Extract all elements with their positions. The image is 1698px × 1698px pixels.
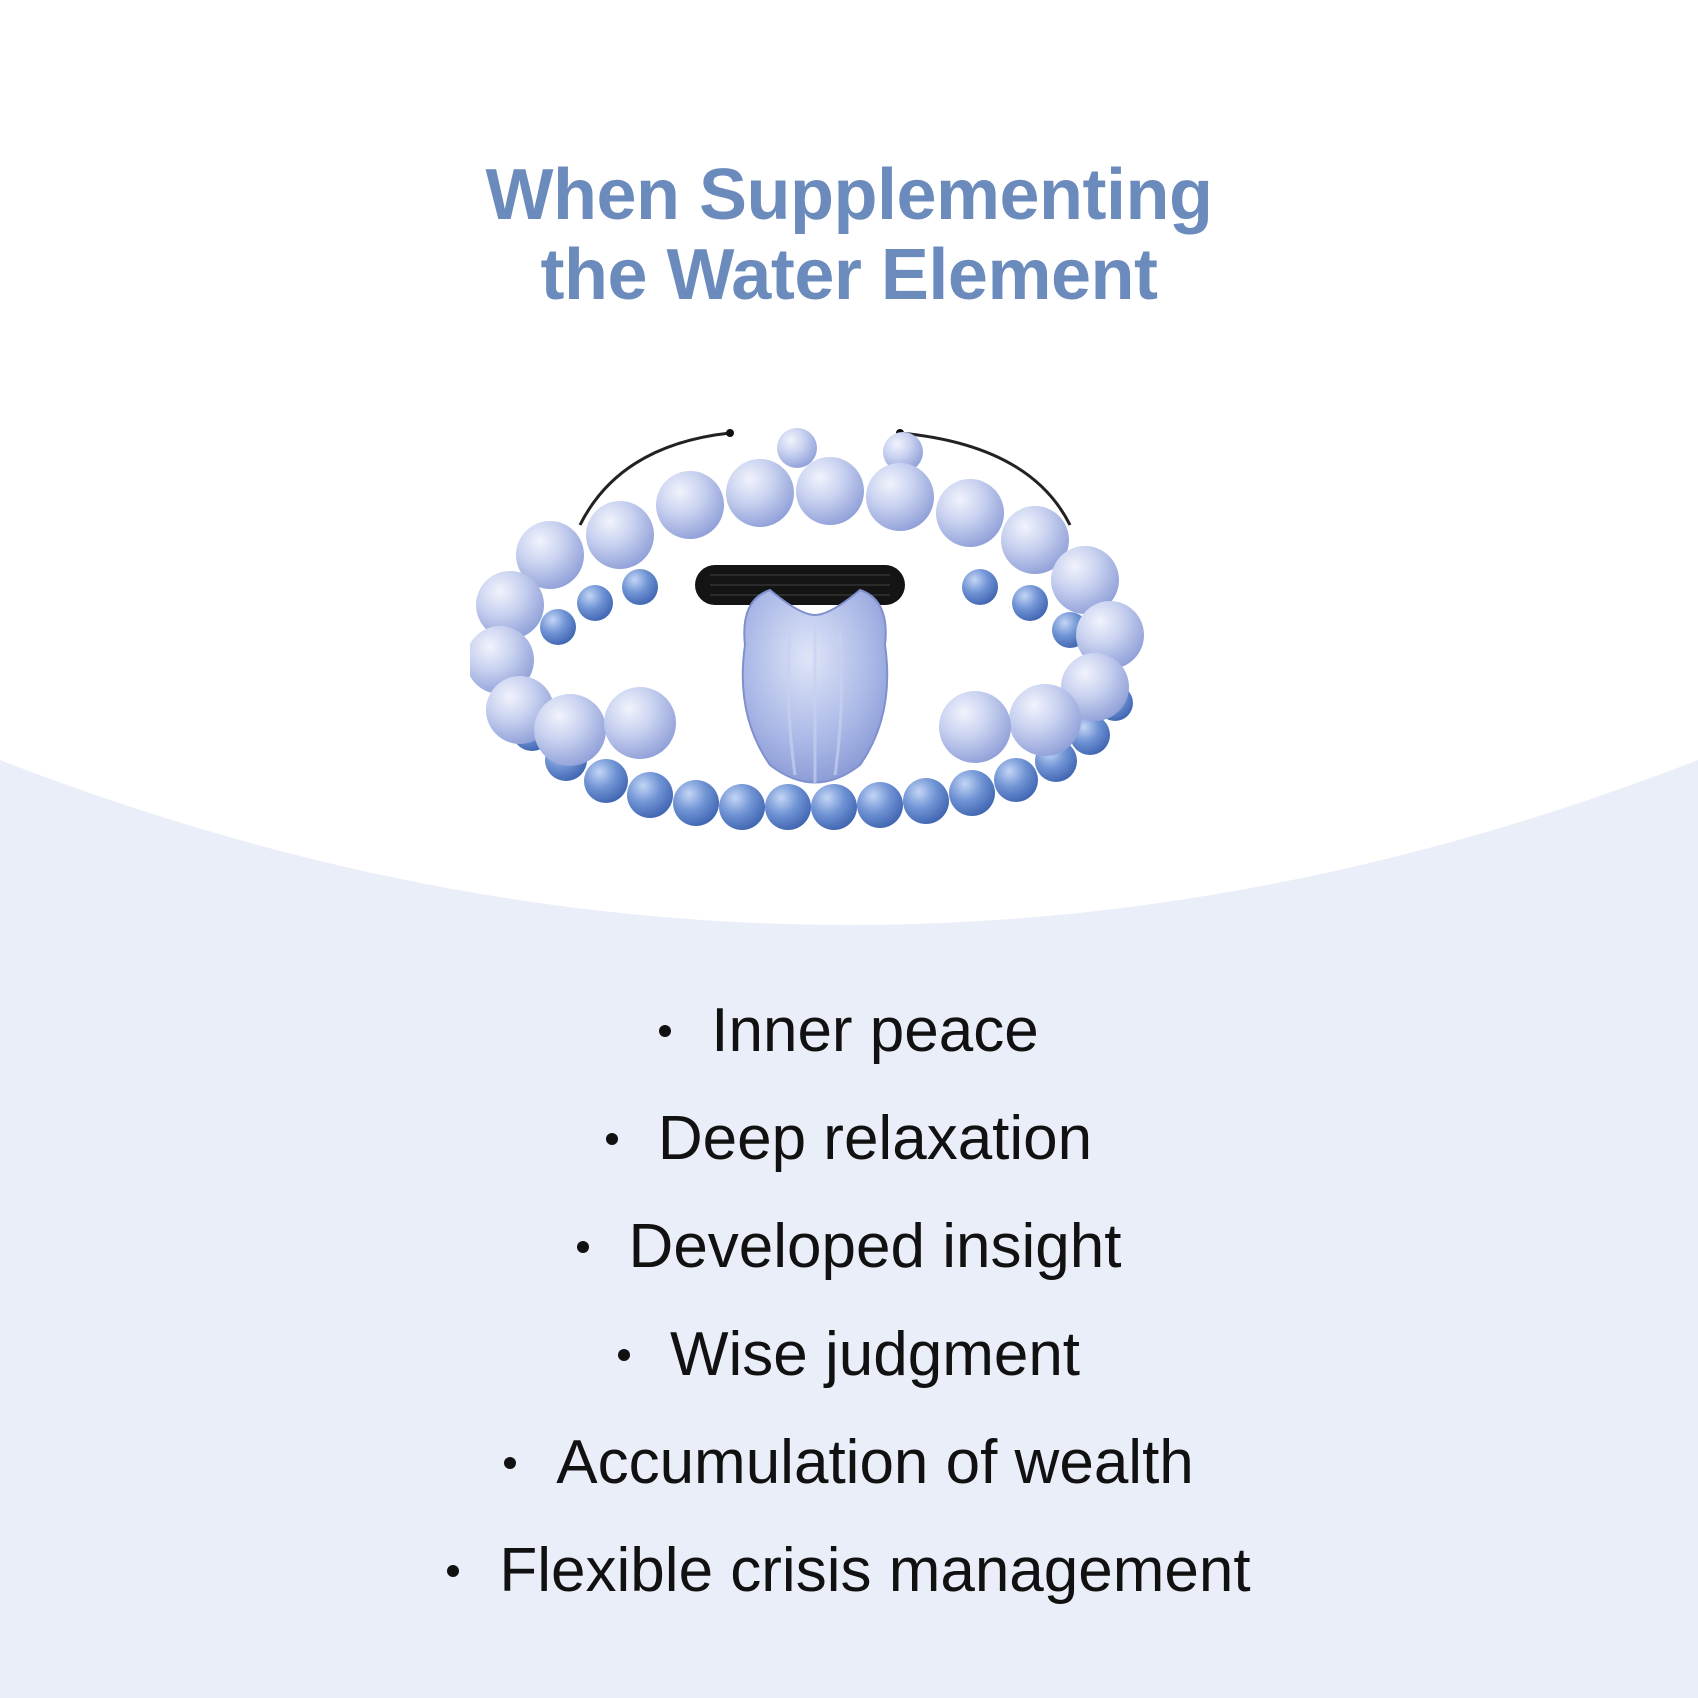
bullet-icon	[504, 1457, 517, 1469]
title-line-2: the Water Element	[540, 235, 1158, 315]
bullet-icon	[576, 1241, 589, 1253]
list-item: Accumulation of wealth	[0, 1409, 1698, 1517]
bullet-icon	[617, 1349, 630, 1361]
large-bead-strand	[470, 457, 1144, 766]
benefit-text: Accumulation of wealth	[556, 1428, 1194, 1497]
benefit-text: Flexible crisis management	[499, 1536, 1251, 1605]
list-item: Inner peace	[0, 977, 1698, 1085]
benefit-text: Wise judgment	[669, 1320, 1081, 1389]
benefits-list: Inner peace Deep relaxation Developed in…	[0, 977, 1698, 1625]
bullet-icon	[659, 1025, 672, 1037]
list-item: Flexible crisis management	[0, 1517, 1698, 1625]
benefit-text: Deep relaxation	[657, 1104, 1093, 1173]
benefit-text: Inner peace	[711, 996, 1039, 1065]
benefit-text: Developed insight	[628, 1212, 1122, 1281]
list-item: Wise judgment	[0, 1301, 1698, 1409]
page-title: When Supplementing the Water Element	[0, 155, 1698, 315]
title-line-1: When Supplementing	[485, 155, 1213, 235]
bullet-icon	[447, 1565, 460, 1577]
list-item: Deep relaxation	[0, 1085, 1698, 1193]
list-item: Developed insight	[0, 1193, 1698, 1301]
bracelet-image	[470, 428, 1144, 830]
bullet-icon	[605, 1133, 618, 1145]
